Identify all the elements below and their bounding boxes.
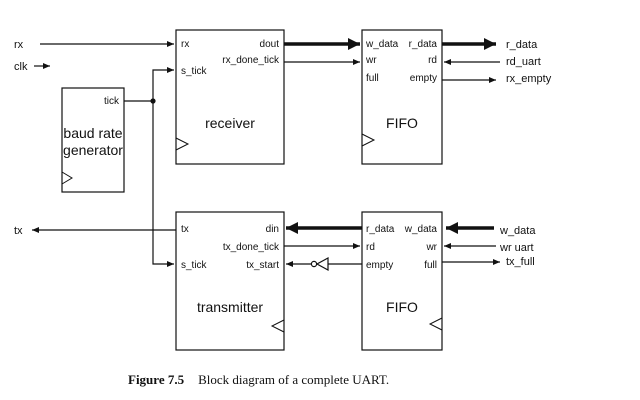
caption-number: Figure 7.5 (128, 372, 185, 387)
fifo-tx-wr-port: wr (425, 242, 437, 253)
ext-rdata-label: r_data (506, 39, 538, 51)
wires (32, 38, 500, 267)
figure-caption: Figure 7.5 Block diagram of a complete U… (128, 371, 389, 388)
ext-tx-label: tx (14, 225, 23, 237)
ext-rduart-label: rd_uart (506, 56, 541, 68)
fifo-rx-block (361, 29, 443, 165)
fifo-tx-clock-icon (428, 317, 443, 331)
fifo-tx-empty-port: empty (366, 260, 393, 271)
fifo-rx-rd-port: rd (428, 55, 437, 66)
fifo-rx-wr-port: wr (365, 55, 377, 66)
fifo-tx-full-port: full (424, 260, 437, 271)
baud-clock-icon (61, 171, 73, 185)
fifo-rx-full-port: full (366, 73, 379, 84)
fifo-tx-rdata-port: r_data (366, 224, 395, 235)
ext-rx-label: rx (14, 39, 24, 51)
ext-wruart-label: wr uart (499, 242, 534, 254)
wire-tick-to-transmitter (152, 101, 174, 267)
fifo-tx-wdata-port: w_data (404, 224, 438, 235)
fifo-rx-empty-port: empty (410, 73, 437, 84)
receiver-clock-icon (175, 137, 190, 151)
fifo-tx-block (361, 211, 443, 351)
receiver-rxdone-port: rx_done_tick (222, 55, 280, 66)
ext-wdata-label: w_data (499, 225, 536, 237)
fifo-tx-rd-port: rd (366, 242, 375, 253)
transmitter-tx-port: tx (181, 224, 189, 235)
receiver-stick-port: s_tick (181, 66, 208, 77)
receiver-dout-port: dout (260, 39, 280, 50)
baud-title-line1: baud rate (63, 125, 122, 141)
fifo-rx-clock-icon (361, 133, 376, 147)
fifo-tx-title: FIFO (386, 299, 418, 315)
transmitter-txstart-port: tx_start (246, 260, 279, 271)
fifo-rx-rdata-port: r_data (409, 39, 438, 50)
transmitter-stick-port: s_tick (181, 260, 208, 271)
transmitter-clock-icon (270, 319, 285, 333)
baud-rate-generator-block (61, 87, 125, 193)
baud-tick-label: tick (104, 96, 120, 107)
tick-junction-dot (150, 98, 156, 104)
transmitter-din-port: din (266, 224, 279, 235)
fifo-rx-wdata-port: w_data (365, 39, 399, 50)
transmitter-block (175, 211, 285, 351)
transmitter-txdone-port: tx_done_tick (223, 242, 280, 253)
wire-tick-to-receiver (152, 67, 174, 101)
inverter-gate (310, 256, 329, 272)
receiver-rx-port: rx (181, 39, 189, 50)
receiver-block (175, 29, 285, 165)
caption-text: Block diagram of a complete UART. (198, 372, 389, 387)
transmitter-title: transmitter (197, 299, 263, 315)
ext-clk-label: clk (14, 61, 28, 73)
receiver-title: receiver (205, 115, 255, 131)
fifo-rx-title: FIFO (386, 115, 418, 131)
ext-txfull-label: tx_full (506, 256, 535, 268)
baud-title-line2: generator (63, 142, 123, 158)
ext-rxempty-label: rx_empty (506, 73, 552, 85)
